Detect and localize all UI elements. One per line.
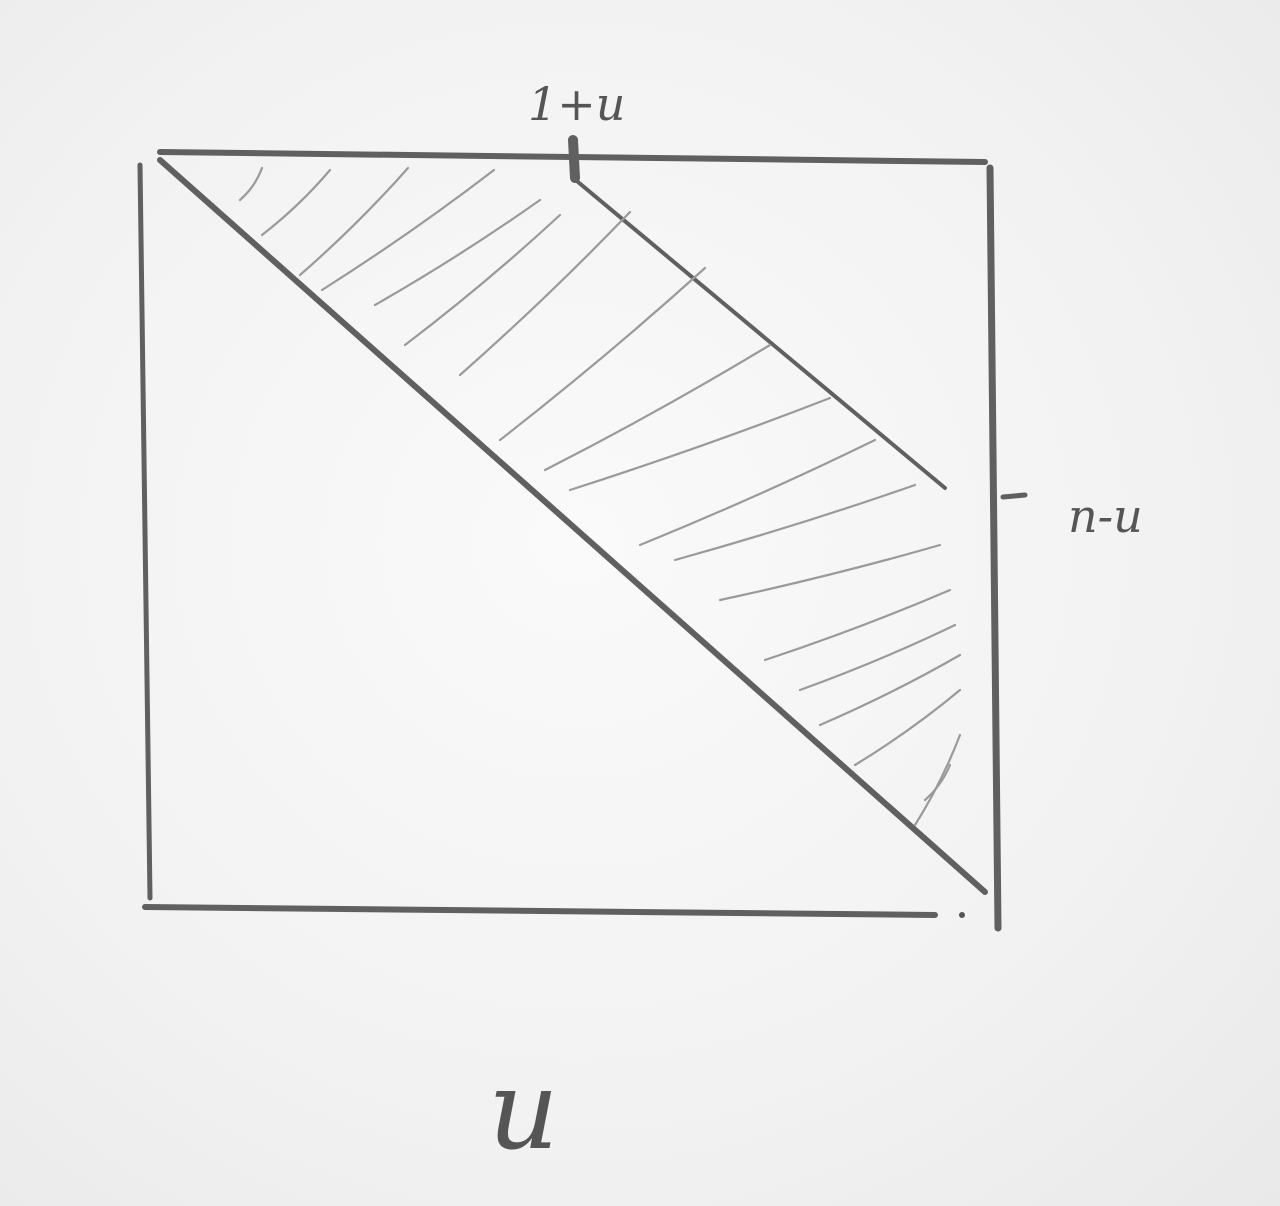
hatch-stroke [498,266,707,442]
hatch-stroke [373,198,542,307]
hatch-stroke [818,653,962,727]
bottom-caption: u [488,1046,559,1174]
bottom-right-dot [959,912,965,918]
hatch-stroke [260,168,332,237]
top-tick-label: 1+u [528,77,625,131]
hatch-stroke [403,213,562,347]
hatch-stroke [913,733,962,827]
hatch-stroke [238,166,264,202]
hatch-stroke [638,438,877,547]
hatch-stroke [543,343,772,472]
hatch-stroke [798,623,957,692]
frame-bottom-edge [142,904,938,918]
hatch-stroke [568,396,832,492]
frame-right-edge [986,164,1002,932]
main-diagonal [157,157,988,895]
right-tick-mark [1000,492,1028,500]
frame-left-edge [137,162,153,901]
top-tick-mark [568,135,580,183]
hatch-stroke [320,168,496,292]
hatch-stroke [718,543,942,602]
hatched-band [238,166,962,827]
hatch-stroke [763,588,952,662]
hatch-stroke [458,210,632,377]
hatch-stroke [673,483,917,562]
hatch-stroke [923,763,952,802]
band-boundary-line [576,180,947,490]
hatch-stroke [298,166,410,277]
square-frame [137,149,1002,932]
right-tick-label: n-u [1068,489,1143,543]
hatch-stroke [853,688,962,767]
